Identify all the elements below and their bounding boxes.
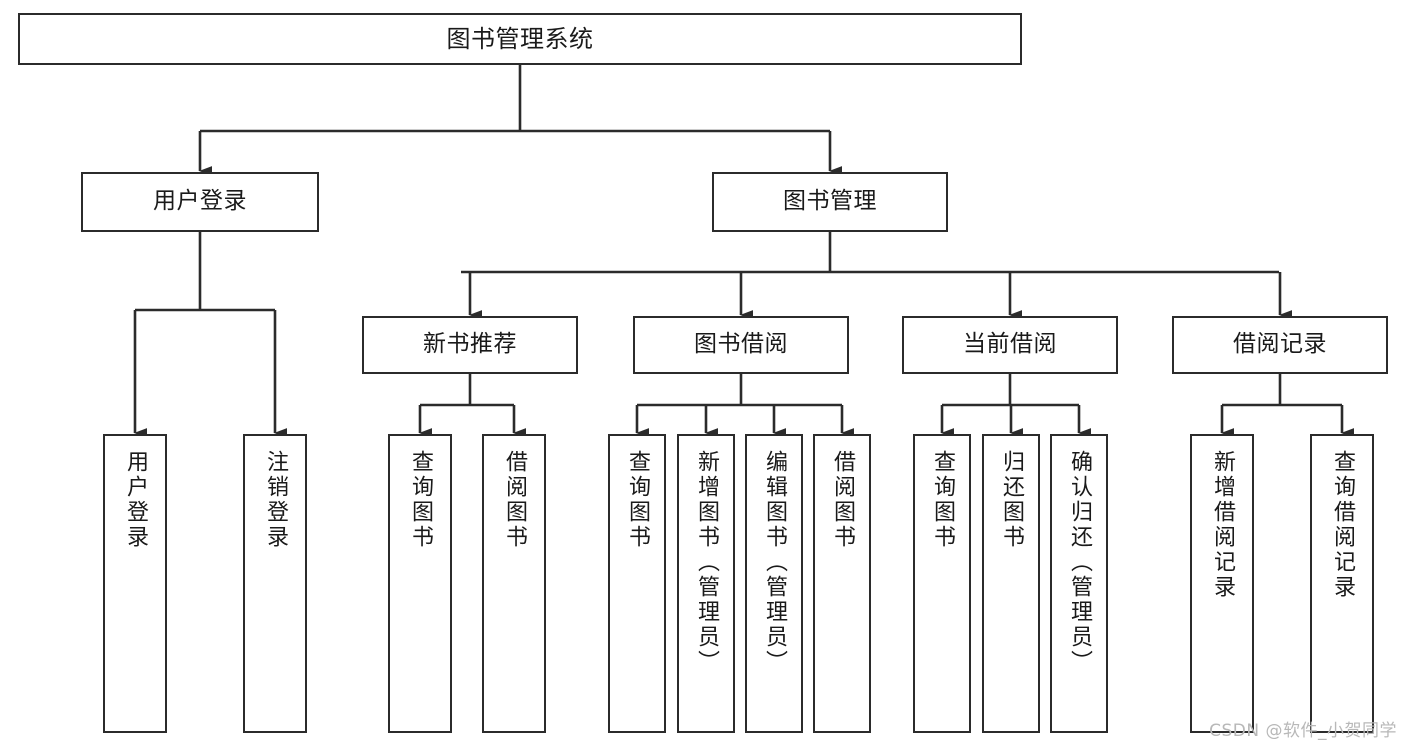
node-label: 图书管理 — [783, 188, 877, 215]
node-label: 借阅图书 — [830, 450, 855, 550]
node-label: 注销登录 — [263, 450, 288, 550]
node-l3-d1[interactable]: 查询图书 — [913, 434, 971, 733]
node-label: 新书推荐 — [423, 331, 517, 358]
node-l3-a1[interactable]: 用户登录 — [103, 434, 167, 733]
node-l3-e2[interactable]: 查询借阅记录 — [1310, 434, 1374, 733]
node-label: 新增借阅记录 — [1210, 450, 1235, 600]
node-l3-b1[interactable]: 查询图书 — [388, 434, 452, 733]
node-label: 确认归还（管理员） — [1067, 450, 1092, 675]
node-label: 查询图书 — [625, 450, 650, 550]
node-l2-borrow[interactable]: 图书借阅 — [633, 316, 849, 374]
node-label: 查询借阅记录 — [1330, 450, 1355, 600]
node-l1-login[interactable]: 用户登录 — [81, 172, 319, 232]
node-l2-newbook[interactable]: 新书推荐 — [362, 316, 578, 374]
node-l1-books[interactable]: 图书管理 — [712, 172, 948, 232]
node-l3-c1[interactable]: 查询图书 — [608, 434, 666, 733]
node-l3-c4[interactable]: 借阅图书 — [813, 434, 871, 733]
node-label: 图书借阅 — [694, 331, 788, 358]
node-label: 借阅记录 — [1233, 331, 1327, 358]
node-label: 编辑图书（管理员） — [762, 450, 787, 675]
node-root[interactable]: 图书管理系统 — [18, 13, 1022, 65]
csdn-watermark: CSDN @软件_小贺同学 — [1209, 721, 1397, 741]
node-label: 图书管理系统 — [446, 24, 594, 53]
node-l2-current[interactable]: 当前借阅 — [902, 316, 1118, 374]
node-label: 用户登录 — [123, 450, 148, 550]
node-l3-b2[interactable]: 借阅图书 — [482, 434, 546, 733]
node-label: 用户登录 — [153, 188, 247, 215]
node-label: 查询图书 — [408, 450, 433, 550]
node-l3-d2[interactable]: 归还图书 — [982, 434, 1040, 733]
node-l3-d3[interactable]: 确认归还（管理员） — [1050, 434, 1108, 733]
node-label: 归还图书 — [999, 450, 1024, 550]
node-l2-record[interactable]: 借阅记录 — [1172, 316, 1388, 374]
node-label: 新增图书（管理员） — [694, 450, 719, 675]
node-l3-a2[interactable]: 注销登录 — [243, 434, 307, 733]
node-l3-c3[interactable]: 编辑图书（管理员） — [745, 434, 803, 733]
node-label: 借阅图书 — [502, 450, 527, 550]
node-l3-c2[interactable]: 新增图书（管理员） — [677, 434, 735, 733]
node-l3-e1[interactable]: 新增借阅记录 — [1190, 434, 1254, 733]
node-label: 查询图书 — [930, 450, 955, 550]
node-label: 当前借阅 — [963, 331, 1057, 358]
